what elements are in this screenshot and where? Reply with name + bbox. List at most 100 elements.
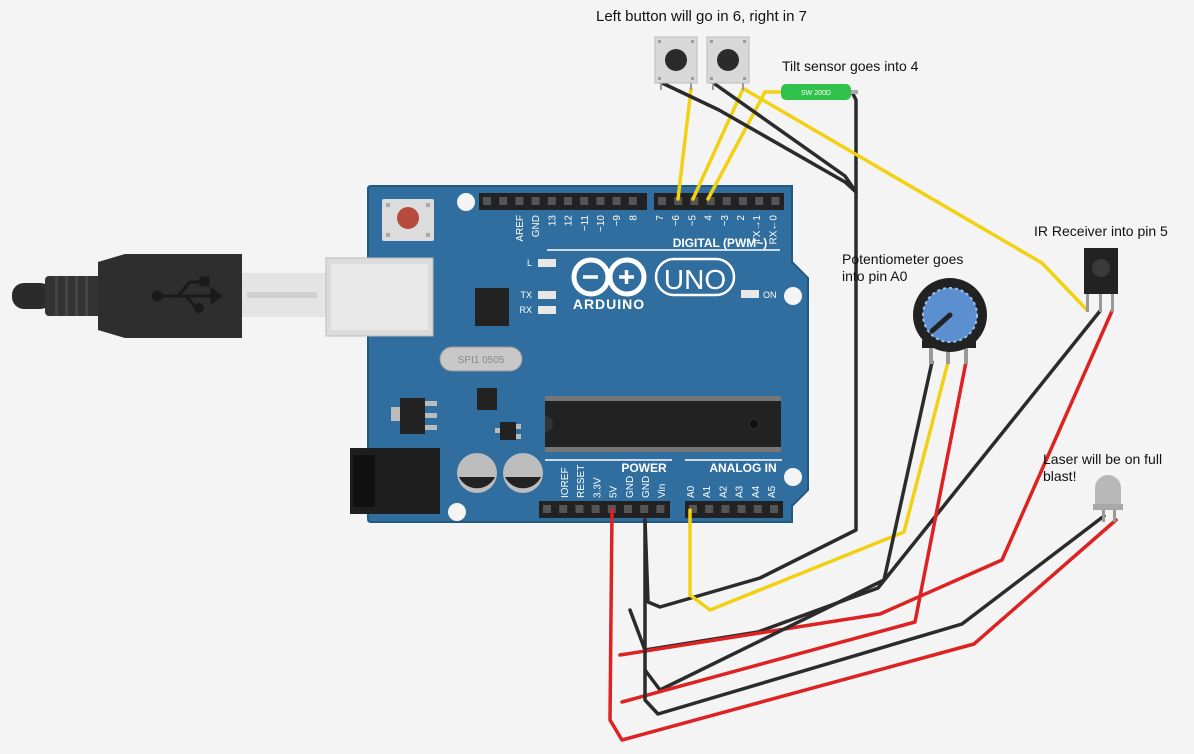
digital-pin-label: ~11 [580, 215, 591, 232]
digital-right-hole[interactable] [674, 197, 683, 205]
digital-right-hole[interactable] [658, 197, 666, 205]
digital-right-hole[interactable] [690, 197, 699, 205]
tiny-transistor [495, 422, 521, 440]
digital-pin-label: ~5 [687, 215, 698, 227]
analog-hole[interactable] [705, 505, 714, 513]
wire-pot-signal [688, 360, 950, 612]
analog-pin-label: A4 [751, 485, 762, 498]
tilt-sensor-label: SW 200D [801, 90, 831, 97]
digital-left-hole[interactable] [564, 197, 572, 205]
led-l [538, 259, 556, 267]
digital-left-hole[interactable] [499, 197, 508, 205]
arduino-logo [571, 257, 647, 297]
wire-ir-signal [742, 87, 1089, 312]
power-pin-label: Vin [657, 484, 668, 498]
digital-right-hole[interactable] [771, 197, 780, 205]
wire-button-right-gnd [710, 80, 858, 194]
wire-gnd-bus [643, 190, 858, 609]
led-tx [538, 291, 556, 299]
digital-pin-label: ~9 [612, 215, 623, 227]
annotation-laser: Laser will be on full blast! [1043, 451, 1162, 485]
digital-left-hole[interactable] [531, 197, 540, 205]
power-pin-label: 5V [609, 485, 620, 498]
wires [608, 80, 1118, 742]
power-hole[interactable] [656, 505, 665, 513]
analog-pin-label: A2 [718, 485, 729, 498]
digital-pin-label: GND [531, 215, 542, 237]
wire-laser-vcc [608, 508, 1118, 742]
digital-left-hole[interactable] [612, 197, 621, 205]
power-label: POWER [621, 461, 667, 475]
arduino-uno-board: SPI1 0505 [325, 185, 809, 523]
uno-badge [654, 257, 736, 297]
wire-button-right-signal [691, 87, 745, 201]
annotation-laser-line2: blast! [1043, 468, 1077, 484]
digital-right-hole[interactable] [755, 197, 764, 205]
led-tx-label: TX [520, 290, 532, 300]
usb-symbol-icon [151, 276, 223, 313]
digital-right-hole[interactable] [706, 197, 715, 205]
digital-left-hole[interactable] [483, 197, 491, 205]
analog-hole[interactable] [770, 505, 778, 513]
power-hole[interactable] [575, 505, 584, 513]
power-header [539, 501, 670, 518]
usb-controller-chip [475, 288, 509, 326]
push-button-left[interactable] [654, 36, 698, 90]
wire-tilt-signal [706, 90, 785, 201]
reset-button[interactable] [382, 199, 434, 241]
push-button-right[interactable] [706, 36, 750, 90]
digital-pin-label: 12 [564, 215, 575, 227]
power-hole[interactable] [624, 505, 632, 513]
brand-text: ARDUINO [573, 296, 645, 312]
power-pin-label: GND [625, 476, 636, 498]
voltage-regulator [391, 398, 437, 434]
annotation-buttons: Left button will go in 6, right in 7 [596, 8, 807, 25]
digital-pin-label: AREF [515, 215, 526, 242]
analog-hole[interactable] [753, 505, 762, 513]
digital-left-hole[interactable] [580, 197, 589, 205]
led-rx [538, 306, 556, 314]
wire-pot-gnd [643, 360, 934, 692]
digital-pin-label: 7 [655, 215, 666, 221]
atmega-chip [545, 396, 781, 452]
digital-left-hole[interactable] [628, 197, 637, 205]
digital-pin-label: RX←0 [768, 215, 779, 245]
digital-right-hole[interactable] [722, 197, 731, 205]
digital-right-hole[interactable] [739, 197, 747, 205]
analog-hole[interactable] [737, 505, 746, 513]
digital-left-hole[interactable] [596, 197, 605, 205]
wire-laser-gnd [643, 514, 1106, 716]
model-text: UNO [664, 264, 726, 295]
laser-diode [1093, 475, 1123, 522]
annotation-ir: IR Receiver into pin 5 [1034, 223, 1168, 239]
digital-header-right [654, 193, 784, 210]
power-pin-label: GND [641, 476, 652, 498]
wire-button-left-signal [676, 87, 693, 201]
ir-receiver [1084, 248, 1118, 312]
analog-pin-label: A5 [767, 485, 778, 498]
analog-pin-label: A1 [702, 485, 713, 498]
crystal-label: SPI1 0505 [458, 355, 505, 366]
power-hole[interactable] [591, 505, 600, 513]
potentiometer[interactable] [913, 278, 987, 364]
annotation-pot-line1: Potentiometer goes [842, 251, 964, 267]
digital-left-hole[interactable] [547, 197, 556, 205]
digital-pin-label: ~10 [596, 215, 607, 232]
power-hole[interactable] [543, 505, 551, 513]
annotation-tilt: Tilt sensor goes into 4 [782, 58, 919, 74]
wire-tilt-gnd [850, 90, 858, 194]
power-hole[interactable] [640, 505, 649, 513]
annotation-laser-line1: Laser will be on full [1043, 451, 1163, 467]
analog-pin-label: A0 [686, 485, 697, 498]
power-pin-label: RESET [576, 465, 587, 498]
power-hole[interactable] [559, 505, 568, 513]
wire-pot-vcc [620, 360, 968, 704]
analog-hole[interactable] [689, 505, 697, 513]
digital-left-hole[interactable] [515, 197, 524, 205]
analog-hole[interactable] [721, 505, 730, 513]
digital-label: DIGITAL (PWM~) [673, 236, 768, 250]
digital-pin-label: 13 [547, 215, 558, 227]
capacitor-right [503, 453, 543, 493]
power-pin-label: 3.3V [592, 477, 603, 498]
